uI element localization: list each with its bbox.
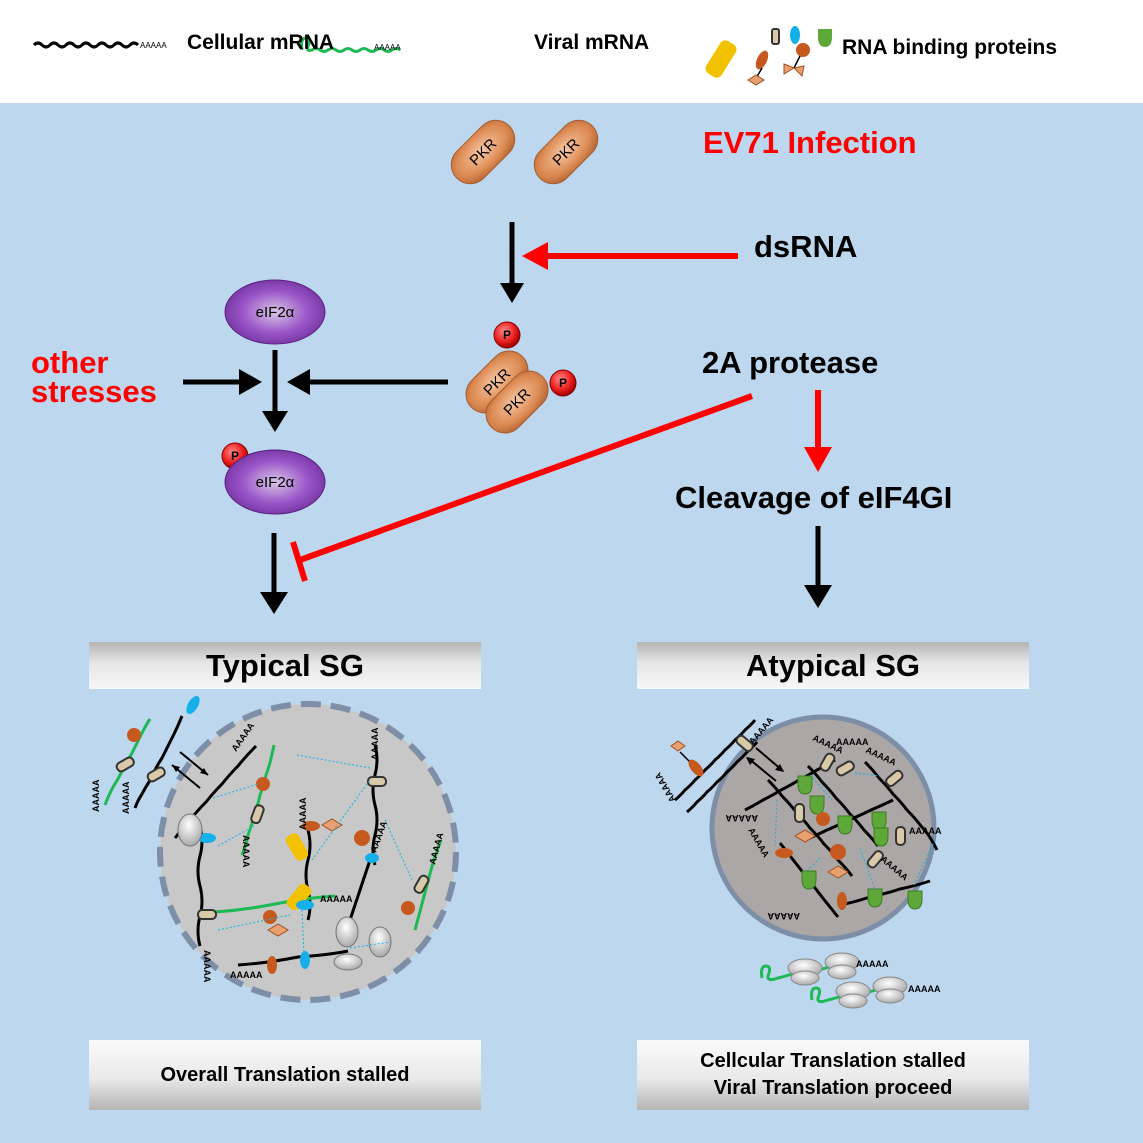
arrow-pkr-activation (500, 222, 524, 303)
polya-tail: AAAAA (140, 41, 167, 50)
arrow-to-typical-sg (260, 533, 288, 614)
eif2a-protein (224, 279, 326, 345)
svg-text:AAAAA: AAAAA (202, 950, 212, 983)
legend-glyphs: AAAAA AAAAA (32, 26, 832, 86)
atypical-sg-title: Atypical SG (637, 642, 1029, 689)
arrow-to-atypical-sg (804, 526, 832, 608)
svg-text:AAAAA: AAAAA (91, 779, 101, 812)
svg-text:AAAAA: AAAAA (320, 894, 353, 904)
svg-text:AAAAA: AAAAA (856, 959, 889, 969)
svg-text:AAAAA: AAAAA (767, 911, 800, 921)
legend-bar: AAAAA AAAAA Cellular mRNA Viral mRNA RNA… (0, 0, 1143, 103)
legend-rna-binding-proteins-label: RNA binding proteins (842, 36, 1058, 59)
svg-text:AAAAA: AAAAA (725, 813, 758, 823)
legend-cellular-mrna-label: Cellular mRNA (187, 31, 335, 54)
arrow-2a-to-cleavage (804, 390, 832, 472)
inhibition-2a-protease (290, 393, 754, 582)
viral-mrna-icon (300, 36, 401, 53)
pathway-panel (0, 103, 1143, 1143)
typical-stress-granule: AAAAA AAAAA AAAAA AAAAA AAAAA AAAAA AAAA… (91, 695, 459, 1003)
overall-translation-stalled-text: Overall Translation stalled (160, 1063, 410, 1086)
svg-text:AAAAA: AAAAA (653, 770, 678, 804)
cleavage-eif4gi-label: Cleavage of eIF4GI (675, 480, 953, 515)
phospho-eif2a-protein (224, 449, 326, 515)
svg-text:AAAAA: AAAAA (230, 970, 263, 980)
dsrna-label: dsRNA (754, 229, 858, 264)
pkr-monomer-1 (450, 119, 516, 185)
rna-binding-proteins-icon (705, 26, 832, 86)
phospho-label: P (231, 449, 239, 463)
2a-protease-label: 2A protease (702, 345, 879, 380)
typical-sg-outcome: Overall Translation stalled (89, 1040, 481, 1110)
other-stresses-line1: other (31, 345, 109, 380)
eif2a-label: eIF2α (256, 304, 295, 321)
viral-translation-polysomes: AAAAA AAAAA (760, 952, 941, 1009)
cellular-translation-stalled-text: Cellcular Translation stalled (700, 1050, 966, 1072)
svg-text:AAAAA: AAAAA (836, 737, 869, 747)
pkr-monomer-2 (533, 119, 599, 185)
typical-sg-title: Typical SG (89, 642, 481, 689)
other-stresses-label: other stresses (31, 345, 157, 409)
svg-text:AAAAA: AAAAA (374, 43, 401, 52)
svg-text:AAAAA: AAAAA (908, 984, 941, 994)
atypical-stress-granule: AAAAA AAAAA AAAAA AAAAA AAAAA AAAAA AAAA… (653, 714, 942, 1009)
legend-viral-mrna-label: Viral mRNA (534, 31, 650, 54)
other-stresses-line2: stresses (31, 374, 157, 409)
arrow-eif2a-phosphorylation (262, 350, 288, 432)
svg-text:AAAAA: AAAAA (241, 835, 251, 868)
viral-translation-proceed-text: Viral Translation proceed (713, 1077, 953, 1099)
arrow-dsrna (522, 242, 738, 270)
eif2a-label: eIF2α (256, 474, 295, 491)
phospho-label: P (503, 328, 511, 342)
cellular-mrna-icon (32, 41, 140, 49)
svg-text:AAAAA: AAAAA (121, 781, 131, 814)
atypical-sg-outcome: Cellcular Translation stalled Viral Tran… (637, 1040, 1029, 1110)
arrow-other-stresses (183, 369, 262, 395)
pkr-dimer (465, 350, 549, 434)
ev71-infection-label: EV71 Infection (703, 125, 917, 160)
svg-text:AAAAA: AAAAA (909, 826, 942, 836)
arrow-pkr-to-eif2a (287, 369, 448, 395)
phospho-label: P (559, 376, 567, 390)
svg-text:AAAAA: AAAAA (370, 727, 380, 760)
svg-text:AAAAA: AAAAA (298, 797, 308, 830)
phospho-icon (221, 321, 577, 470)
